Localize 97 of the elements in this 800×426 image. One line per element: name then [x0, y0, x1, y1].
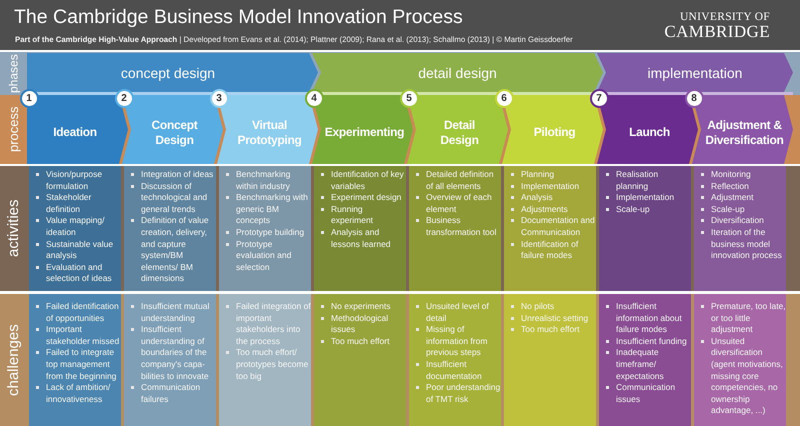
activity-item: Definition of value creation, delivery, and capture system/BM elements/ BM dimensions — [129, 215, 216, 285]
challenge-panel — [219, 294, 311, 426]
phase-band — [597, 53, 793, 95]
activity-item: Monitoring — [699, 169, 786, 181]
challenge-item: Too much effort — [319, 336, 406, 348]
step-name: Piloting — [534, 125, 576, 140]
challenge-item: Communication issues — [604, 382, 691, 406]
phase-name: detail design — [417, 64, 498, 83]
step-name: Detail Design — [439, 118, 480, 148]
activity-item: Stakeholder definition — [34, 192, 121, 216]
activity-panel — [124, 166, 216, 291]
challenge-item: Premature, too late, or too little adjustment — [699, 301, 786, 336]
challenge-item: Insufficient understanding of boundaries of the company's capa-bilities to innovate — [129, 324, 216, 382]
challenge-item: Methodological issues — [319, 312, 406, 336]
row-header: activities — [0, 166, 27, 291]
activity-item: Scale-up — [699, 204, 786, 216]
activity-item: Implementation — [604, 192, 691, 204]
challenge-panel — [504, 294, 596, 426]
phase-name: implementation — [646, 64, 744, 83]
university-name: UNIVERSITY OF — [680, 11, 770, 23]
challenge-item: Failed identification of opportunities — [34, 301, 121, 324]
phase-band — [312, 53, 603, 95]
activity-item: Detailed definition of all elements — [414, 169, 501, 192]
process-step — [27, 95, 128, 164]
challenge-panel — [314, 294, 406, 426]
activity-panel — [504, 166, 596, 291]
activity-item: Value mapping/ ideation — [34, 215, 121, 239]
challenge-item: No pilots — [509, 301, 596, 313]
phase-band — [27, 53, 318, 95]
step-name: Concept Design — [150, 118, 199, 148]
activity-item: Identification of failure modes — [509, 238, 596, 262]
activity-item: Business transformation tool — [414, 215, 501, 239]
challenge-item: Too much effort/ prototypes become too big — [224, 347, 311, 382]
phase-name: concept design — [120, 64, 216, 83]
activity-item: Prototype evaluation and selection — [224, 238, 311, 274]
challenge-item: Communication failures — [129, 382, 216, 406]
step-name: Ideation — [53, 125, 97, 140]
challenge-item: Insufficient information about failure modes — [604, 301, 691, 336]
step-name: Launch — [629, 125, 670, 140]
activity-item: Prototype building — [224, 226, 311, 239]
university-name: CAMBRIDGE — [664, 22, 770, 42]
activity-item: Benchmarking with generic BM concepts — [224, 192, 311, 227]
page-title: The Cambridge Business Model Innovation Process — [14, 6, 463, 29]
row-header: process — [0, 95, 27, 164]
challenge-item: Unrealistic setting — [509, 312, 596, 324]
challenge-item: Too much effort — [509, 324, 596, 336]
activity-item: Iteration of the business model innovation process — [699, 226, 786, 262]
challenge-item: Insufficient documentation — [414, 358, 501, 382]
challenge-panel — [694, 294, 786, 426]
activity-item: Evaluation and selection of ideas — [34, 262, 121, 285]
challenge-item: Unsuited level of detail — [414, 301, 501, 324]
challenge-panel — [599, 294, 691, 426]
activity-item: Experiment design — [319, 192, 406, 204]
activity-item: Analysis and lessons learned — [319, 226, 406, 250]
challenge-item: No experiments — [319, 301, 406, 313]
activity-item: Adjustment — [699, 192, 786, 204]
activity-item: Sustainable value analysis — [34, 238, 121, 262]
activity-item: Benchmarking within industry — [224, 169, 311, 192]
activity-item: Discussion of technological and general trends — [129, 180, 216, 216]
challenge-item: Failed to integrate top management from the beginning — [34, 347, 121, 382]
activity-panel — [599, 166, 691, 291]
challenge-panel — [124, 294, 216, 426]
step-name: Virtual Prototyping — [236, 118, 303, 148]
activity-item: Reflection — [699, 180, 786, 192]
challenge-item: Failed integration of important stakeholders into the process — [224, 301, 311, 348]
challenge-item: Insufficient funding — [604, 336, 691, 348]
challenge-item: Unsuited diversification (agent motivations, missing core competencies, no ownership advantage, ...) — [699, 336, 786, 417]
activity-item: Realisation planning — [604, 169, 691, 192]
activity-item: Adjustments — [509, 204, 596, 216]
activity-panel — [29, 166, 121, 291]
row-header: challenges — [0, 294, 27, 426]
challenge-item: Missing of information from previous steps — [414, 324, 501, 359]
challenge-item: Poor understanding of TMT risk — [414, 382, 501, 406]
challenge-item: Important stakeholder missed — [34, 324, 121, 348]
activity-item: Identification of key variables — [319, 169, 406, 192]
activity-panel — [694, 166, 786, 291]
activity-item: Vision/purpose formulation — [34, 169, 121, 192]
activity-item: Analysis — [509, 192, 596, 204]
row-header: phases — [0, 52, 27, 95]
activity-item: Scale-up — [604, 204, 691, 216]
activity-item: Integration of ideas — [129, 169, 216, 181]
activity-item: Running experiment — [319, 204, 406, 227]
activity-panel — [409, 166, 501, 291]
activity-panel — [314, 166, 406, 291]
activity-item: Overview of each element — [414, 192, 501, 216]
challenge-item: Lack of ambition/ innovativeness — [34, 382, 121, 406]
step-name: Experimenting — [324, 125, 404, 140]
challenge-item: Inadequate timeframe/ expectations — [604, 347, 691, 382]
activity-item: Diversification — [699, 215, 786, 227]
challenge-panel — [409, 294, 501, 426]
activity-item: Planning — [509, 169, 596, 181]
challenge-item: Insufficient mutual understanding — [129, 301, 216, 324]
step-name: Adjustment & Diversification — [704, 118, 785, 148]
challenge-panel — [29, 294, 121, 426]
activity-panel — [219, 166, 311, 291]
activity-item: Documentation and Communication — [509, 215, 596, 239]
activity-item: Implementation — [509, 180, 596, 192]
